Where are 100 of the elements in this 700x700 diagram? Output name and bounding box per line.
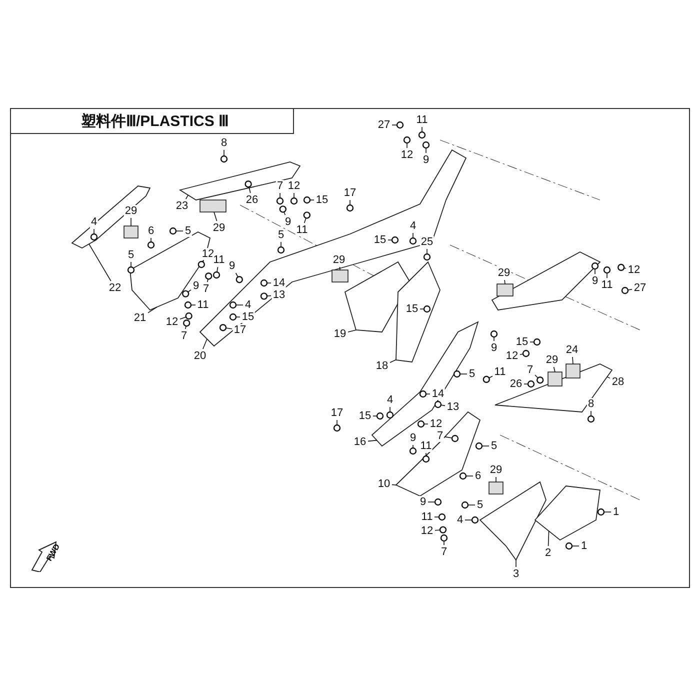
fairing-panel: [494, 364, 613, 412]
leader-line: [488, 376, 493, 378]
callout-number: 17: [232, 324, 248, 336]
leader-line: [468, 504, 476, 506]
leader-line: [284, 212, 286, 216]
callout-number: 11: [415, 114, 429, 126]
fastener: [236, 276, 243, 284]
leader-line: [130, 262, 132, 268]
fastener: [522, 350, 530, 358]
callout-number: 29: [496, 267, 512, 279]
callout-number: 29: [124, 205, 138, 217]
callout-number: 27: [632, 282, 648, 294]
callout-number: 22: [108, 282, 122, 294]
fastener: [396, 121, 404, 129]
fastener: [565, 542, 573, 550]
leader-line: [368, 440, 378, 442]
leader-line: [190, 304, 196, 306]
fastener: [290, 197, 298, 205]
leader-line: [266, 295, 272, 296]
leader-line: [348, 330, 356, 332]
fastener: [376, 412, 384, 420]
callout-number: 9: [422, 154, 430, 166]
fastener: [587, 415, 595, 423]
fastener: [533, 338, 541, 346]
fastener: [434, 498, 442, 506]
callout-number: 11: [420, 511, 434, 523]
callout-number: 17: [330, 407, 344, 419]
callout-number: 9: [408, 432, 418, 444]
callout-number: 8: [220, 137, 228, 149]
decal-sticker: [566, 364, 580, 378]
callout-number: 13: [446, 401, 460, 413]
leader-line: [412, 444, 414, 448]
callout-number: 21: [132, 312, 148, 324]
fastener: [461, 501, 469, 509]
fairing-panel: [395, 411, 481, 496]
fastener: [276, 197, 284, 205]
callout-number: 9: [418, 496, 428, 508]
callout-number: 7: [440, 546, 448, 558]
callout-number: 4: [456, 514, 464, 526]
leader-line: [236, 304, 244, 306]
callout-number: 12: [428, 418, 444, 430]
leader-line: [406, 142, 408, 148]
fastener: [536, 376, 544, 384]
fastener: [183, 320, 190, 327]
callout-number: 12: [504, 350, 520, 362]
fastener: [127, 266, 135, 274]
fairing-panel: [491, 252, 601, 310]
fastener: [439, 526, 447, 534]
fastener: [618, 264, 625, 271]
fastener: [597, 508, 605, 516]
leader-line: [624, 268, 626, 269]
fastener: [198, 260, 205, 268]
decal-sticker: [124, 226, 138, 238]
callout-number: 9: [590, 275, 600, 287]
leader-line: [202, 338, 208, 350]
callout-number: 7: [180, 330, 188, 342]
fastener: [418, 131, 426, 139]
fastener: [490, 330, 498, 338]
callout-number: 1: [580, 540, 588, 552]
fastener: [303, 196, 311, 204]
callout-number: 12: [200, 248, 216, 260]
leader-line: [392, 484, 396, 486]
callout-number: 9: [228, 260, 236, 272]
leader-line: [628, 288, 632, 290]
callout-number: 9: [192, 280, 200, 292]
leader-line: [520, 354, 524, 355]
fastener: [185, 312, 192, 320]
fastener: [220, 155, 228, 163]
leader-line: [235, 272, 238, 278]
fastener: [182, 290, 190, 298]
callout-number: 8: [586, 398, 596, 410]
leader-line: [88, 244, 112, 282]
fairing-panel: [534, 486, 600, 541]
callout-number: 7: [276, 180, 284, 192]
callout-number: 11: [493, 366, 507, 378]
leader-line: [150, 238, 152, 242]
callout-number: 15: [314, 194, 330, 206]
callout-number: 11: [196, 299, 210, 311]
callout-number: 29: [488, 464, 504, 476]
fastener: [277, 246, 285, 254]
callout-number: 12: [164, 316, 180, 328]
callout-number: 4: [386, 394, 394, 406]
leader-line: [339, 266, 340, 270]
callout-number: 15: [514, 336, 530, 348]
leader-line: [180, 316, 186, 320]
callout-number: 12: [626, 264, 642, 276]
leader-line: [572, 356, 574, 364]
fastener: [440, 534, 448, 542]
leader-line: [266, 282, 272, 284]
callout-number: 7: [202, 283, 210, 295]
callout-number: 4: [90, 216, 98, 228]
leader-line: [534, 374, 538, 378]
callout-number: 5: [276, 229, 286, 241]
leader-line: [214, 212, 218, 222]
decal-sticker: [548, 372, 562, 386]
fastener: [279, 206, 286, 213]
fastener: [333, 424, 341, 432]
leader-line: [553, 366, 556, 372]
callout-number: 16: [352, 436, 368, 448]
callout-number: 2: [544, 547, 552, 559]
